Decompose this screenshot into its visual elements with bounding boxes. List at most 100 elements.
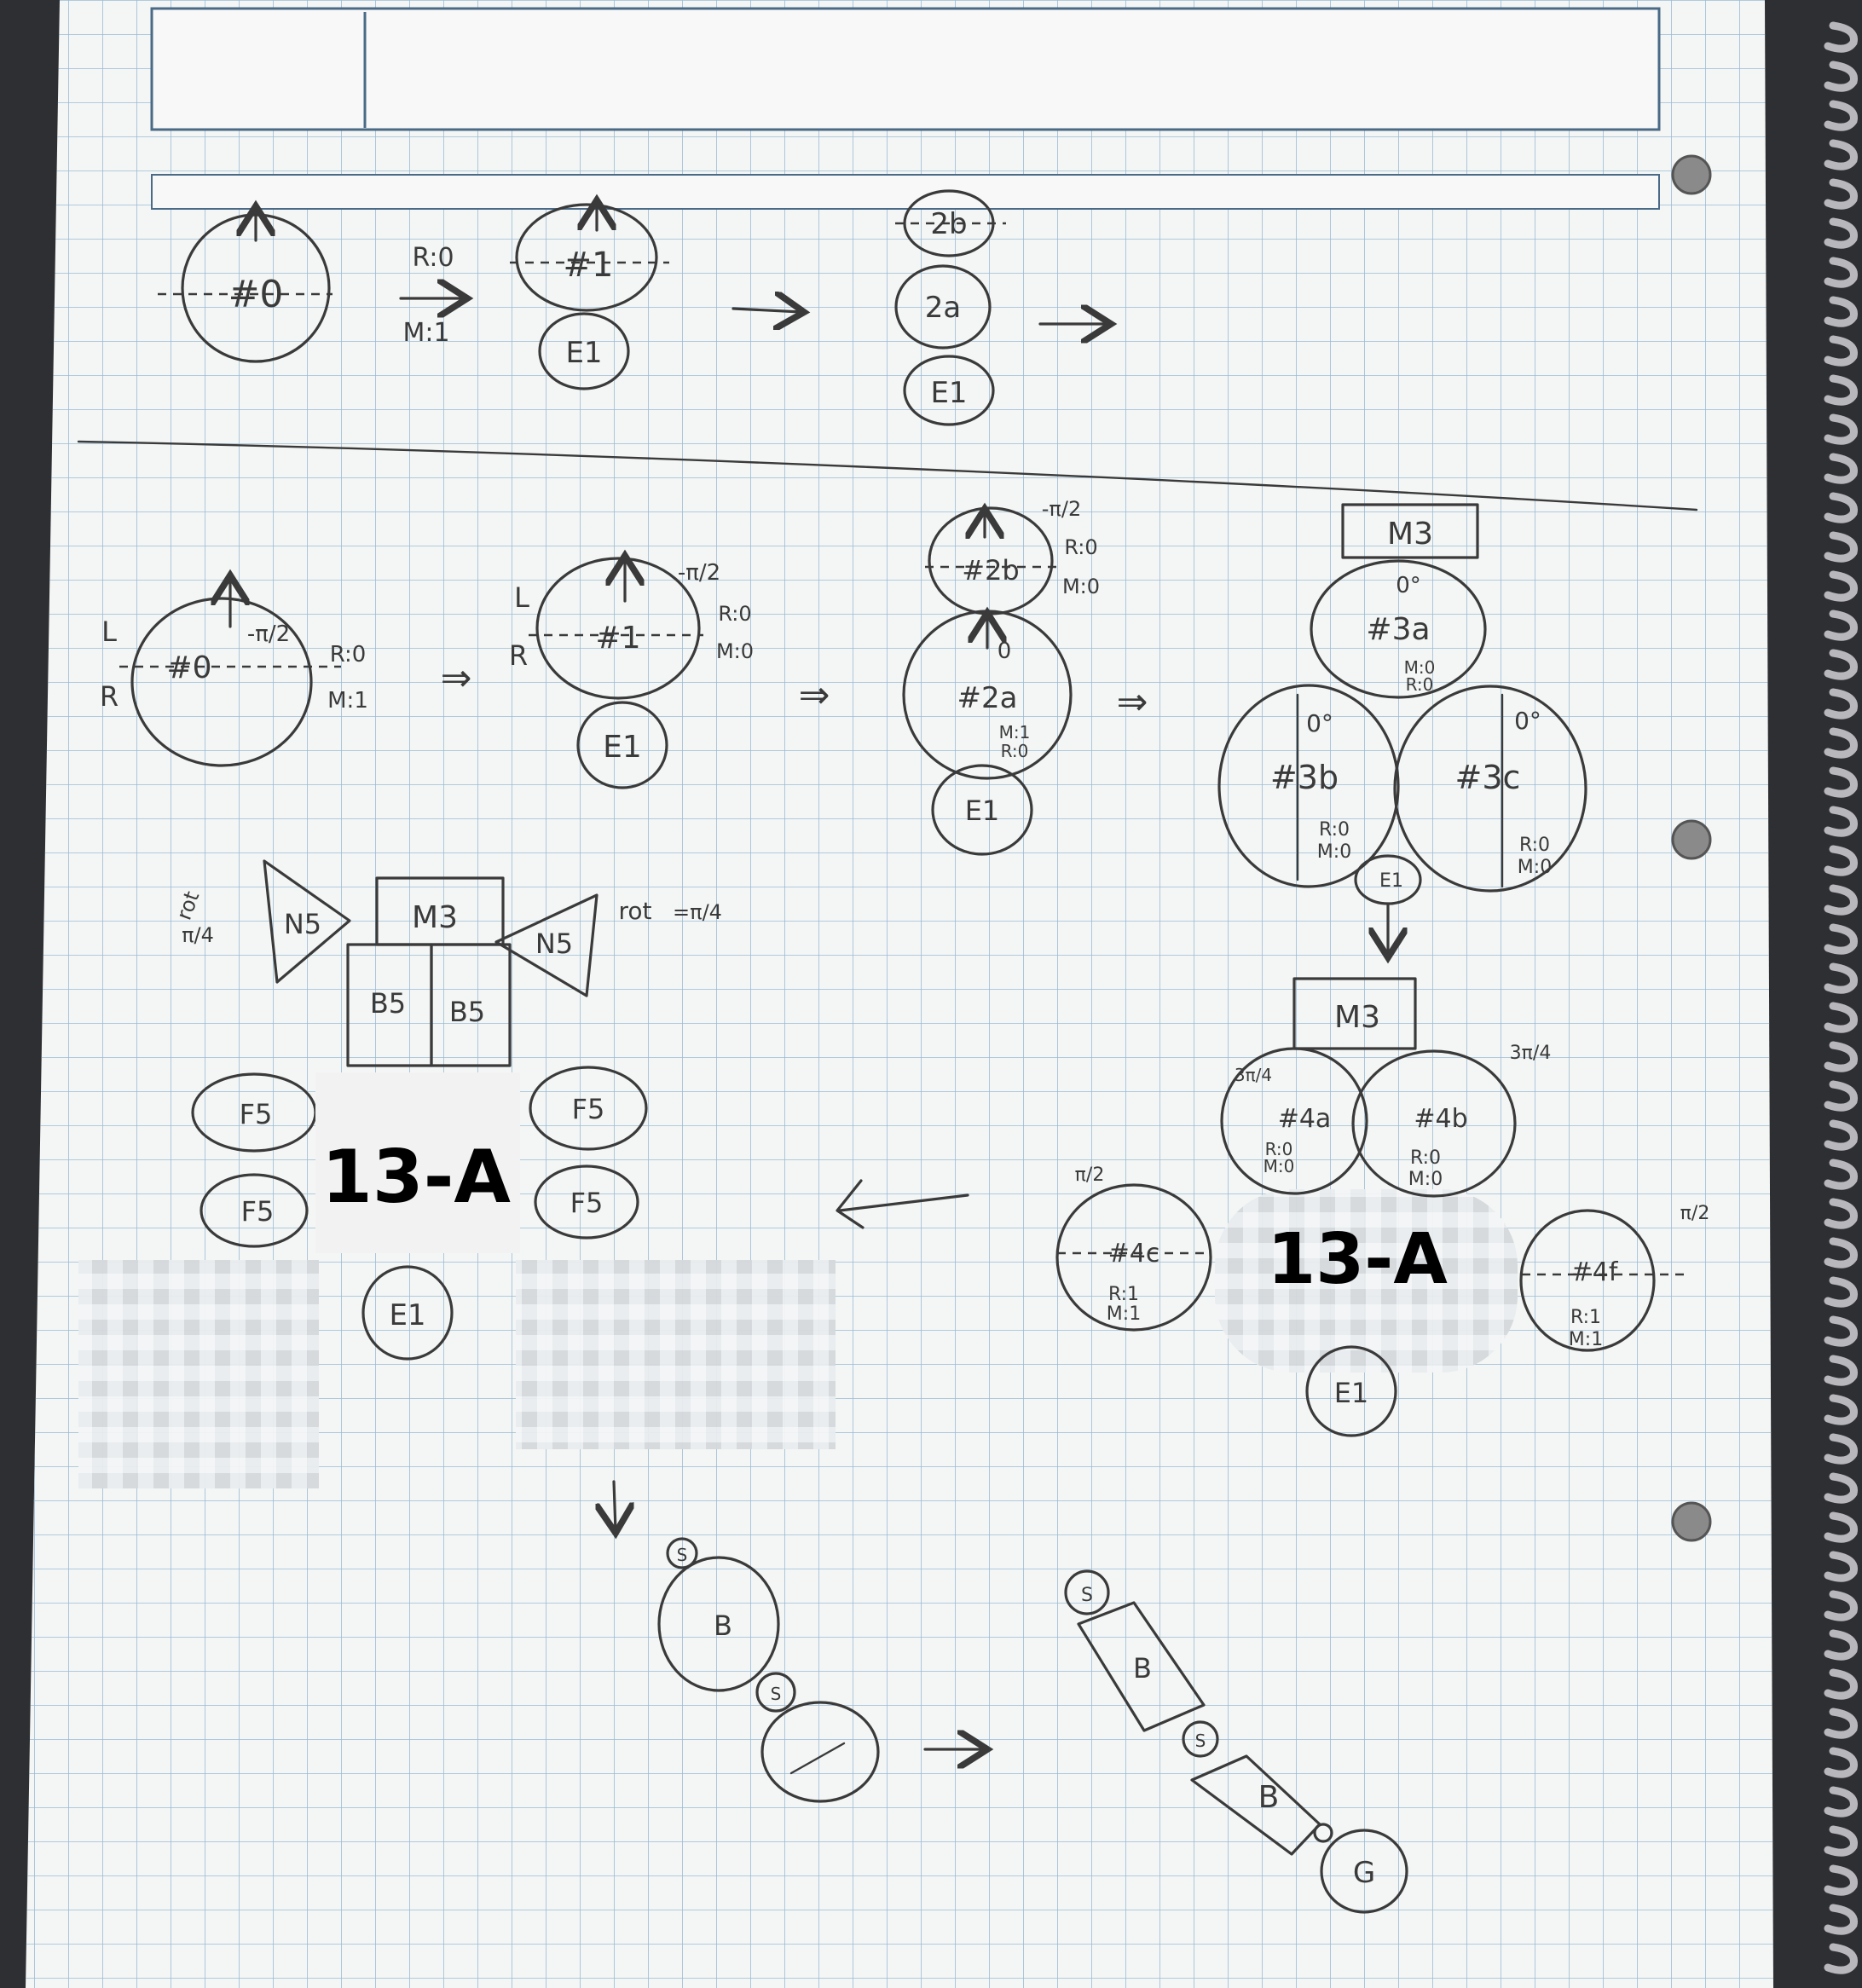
sticker-label: 13-A <box>321 1135 511 1220</box>
double-arrow: ⇒ <box>441 656 472 700</box>
angle-label: -π/2 <box>678 560 720 586</box>
r-label: R:0 <box>1406 674 1434 695</box>
spiral-loop <box>1824 1747 1858 1778</box>
node-label: S <box>1081 1585 1093 1606</box>
spiral-loop <box>1824 570 1858 602</box>
node-label: #4a <box>1278 1104 1332 1134</box>
m-label: M:0 <box>1404 657 1436 678</box>
binder-hole <box>1671 154 1712 195</box>
spiral-loop <box>1824 1394 1858 1425</box>
node-label: #2b <box>962 554 1019 587</box>
spiral-loop <box>1824 1551 1858 1582</box>
r-label: R:0 <box>1064 535 1097 559</box>
side-label: L <box>514 581 529 614</box>
spiral-loop <box>1824 61 1858 92</box>
sticker-13a-left: 13-A <box>315 1072 520 1253</box>
rot-label: rot <box>618 897 651 925</box>
m-label: M:0 <box>1408 1169 1443 1190</box>
r-label: R:0 <box>1265 1139 1293 1159</box>
spiral-loop <box>1824 923 1858 955</box>
binder-hole <box>1671 819 1712 860</box>
angle-label: 0° <box>1514 707 1541 735</box>
spiral-loop <box>1824 962 1858 994</box>
top-node-1: #1 <box>510 203 669 312</box>
m-label: M:0 <box>1062 575 1100 598</box>
node-label: #0 <box>166 650 211 685</box>
top-node-e1: E1 <box>538 312 630 390</box>
spiral-loop <box>1824 1198 1858 1229</box>
spiral-loop <box>1824 884 1858 916</box>
angle-label: 3π/4 <box>1510 1043 1552 1064</box>
r-label: R:0 <box>1001 741 1029 761</box>
m-label: M:0 <box>716 639 754 663</box>
node-label: F5 <box>570 1187 604 1219</box>
node-label: F5 <box>572 1093 605 1125</box>
spiral-loop <box>1824 1943 1858 1974</box>
spiral-loop <box>1824 100 1858 131</box>
top-start-node: #0 <box>158 209 332 363</box>
node-label: E1 <box>965 795 1000 827</box>
spiral-loop <box>1824 1276 1858 1308</box>
right-assembly: M3 3π/4 #4a R:0 M:0 3π/4 #4b R:0 M:0 π/2… <box>1055 977 1710 1437</box>
r-label: R:0 <box>1319 819 1350 841</box>
row2-node-e3: E1 <box>1354 854 1422 955</box>
spiral-loop <box>1824 1159 1858 1190</box>
node-label: #4f <box>1571 1257 1619 1287</box>
sticker-label: 13-A <box>1267 1219 1448 1300</box>
spiral-loop <box>1824 766 1858 798</box>
angle-label: 0° <box>1396 573 1421 598</box>
node-label: #4c <box>1108 1239 1160 1269</box>
pixelated-blur-left <box>78 1260 319 1488</box>
node-label: M3 <box>1387 517 1433 552</box>
double-arrow: ⇒ <box>799 673 830 717</box>
spiral-loop <box>1824 845 1858 876</box>
top-step-note: R:0 M:1 <box>399 243 465 348</box>
row2-node-e2: E1 <box>931 764 1033 856</box>
node-label: #1 <box>564 246 614 285</box>
spiral-loop <box>1824 178 1858 210</box>
r-label: R:0 <box>1410 1147 1441 1169</box>
spiral-loop <box>1824 806 1858 837</box>
spiral-loop <box>1824 1433 1858 1465</box>
row2-m3-box: M3 <box>1341 503 1479 559</box>
spiral-loop <box>1824 1904 1858 1935</box>
angle-label: 0 <box>998 639 1012 664</box>
angle-label: 0° <box>1306 709 1333 737</box>
m-label: M:1 <box>327 688 368 714</box>
spiral-loop <box>1824 257 1858 288</box>
spiral-loop <box>1824 649 1858 680</box>
row2-node-3c: 0° #3c R:0 M:0 <box>1393 685 1587 893</box>
spiral-loop <box>1824 1355 1858 1386</box>
m-label: M:0 <box>1317 841 1351 863</box>
spiral-loop <box>1824 1119 1858 1151</box>
spiral-loop <box>1824 1668 1858 1700</box>
side-label: L <box>101 615 117 648</box>
spiral-loop <box>1824 1825 1858 1857</box>
rot-angle: π/4 <box>182 923 214 947</box>
binder-hole <box>1671 1501 1712 1542</box>
spiral-loop <box>1824 21 1858 53</box>
spiral-loop <box>1824 139 1858 170</box>
spiral-loop <box>1824 453 1858 484</box>
node-label: 2b <box>930 207 967 241</box>
spiral-loop <box>1824 1315 1858 1347</box>
r-label: R:0 <box>718 602 751 626</box>
node-label: E1 <box>389 1298 425 1332</box>
spiral-loop <box>1824 296 1858 327</box>
m-label: M:0 <box>1518 857 1552 878</box>
angle-label: π/2 <box>1075 1164 1105 1186</box>
row2-node-2a: 0 #2a M:1 R:0 <box>902 611 1073 780</box>
sticker-13a-right: 13-A <box>1215 1189 1518 1373</box>
spiral-loop <box>1824 610 1858 641</box>
r-label: R:1 <box>1108 1284 1139 1305</box>
spiral-loop <box>1824 1002 1858 1033</box>
angle-label: π/2 <box>1680 1203 1710 1224</box>
spiral-loop <box>1824 1629 1858 1661</box>
node-label: F5 <box>241 1195 275 1228</box>
double-arrow: ⇒ <box>1117 680 1148 724</box>
node-label: B <box>1258 1780 1280 1815</box>
node-label: G <box>1353 1856 1375 1890</box>
node-label: #1 <box>595 621 640 656</box>
node-label: E1 <box>930 376 967 410</box>
